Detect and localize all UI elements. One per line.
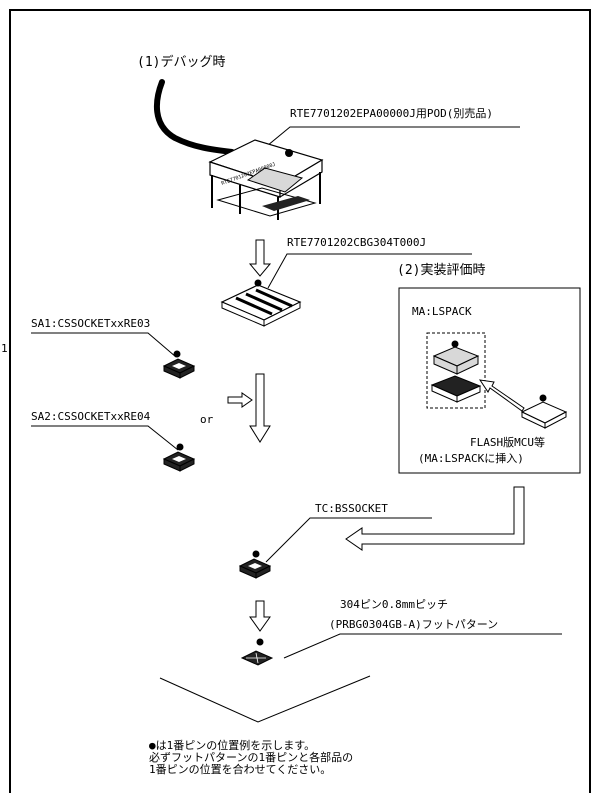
side-marker: 1 bbox=[1, 342, 8, 355]
diagram-border bbox=[9, 9, 591, 793]
note-line-2: 必ずフットパターンの1番ピンと各部品の bbox=[149, 750, 353, 764]
arrow-cbg-to-tc bbox=[249, 373, 271, 443]
sa2-socket bbox=[162, 451, 196, 472]
note-line-3: 1番ピンの位置を合わせてください。 bbox=[149, 762, 331, 776]
eval-box bbox=[398, 287, 581, 474]
flash-mcu-label: FLASH版MCU等 bbox=[470, 435, 545, 449]
eval-section-title: (2)実装評価時 bbox=[397, 262, 485, 278]
cbg-pin1-marker bbox=[254, 279, 262, 287]
sa1-socket bbox=[162, 358, 196, 379]
sa2-label: SA2:CSSOCKETxxRE04 bbox=[31, 410, 151, 423]
sa1-label: SA1:CSSOCKETxxRE03 bbox=[31, 317, 150, 330]
flash-mcu-chip bbox=[520, 401, 568, 429]
tc-leader-line bbox=[265, 517, 432, 563]
cbg-label: RTE7701202CBG304T000J bbox=[287, 236, 426, 249]
sa1-leader-line bbox=[31, 332, 177, 358]
sa1-pin1-marker bbox=[173, 350, 181, 358]
footprint-pattern bbox=[240, 650, 274, 666]
pod-pin1-marker bbox=[285, 149, 293, 157]
tc-pin1-marker bbox=[252, 550, 260, 558]
arrow-flash-to-lspack bbox=[478, 379, 525, 412]
footprint-leader-line bbox=[283, 633, 562, 659]
board-plane-lines bbox=[159, 675, 371, 723]
flash-mcu-pin1-marker bbox=[539, 394, 547, 402]
ma-lspack-dashed-box bbox=[426, 332, 486, 409]
arrow-eval-to-tc bbox=[345, 486, 525, 551]
pod-cable bbox=[153, 79, 235, 155]
footprint-label-line2: (PRBG0304GB-A)フットパターン bbox=[329, 618, 498, 631]
cbg-leader-line bbox=[267, 253, 472, 289]
pod-device: RTE7701202EPA00000J bbox=[208, 139, 324, 220]
debug-section-title: (1)デバッグ時 bbox=[137, 54, 225, 70]
sa2-pin1-marker bbox=[176, 443, 184, 451]
footprint-label-line1: 304ピン0.8mmピッチ bbox=[340, 598, 448, 611]
note-line-1: ●は1番ピンの位置例を示します。 bbox=[149, 738, 315, 752]
tc-socket bbox=[238, 558, 272, 579]
pod-label: RTE7701202EPA00000J用POD(別売品) bbox=[290, 107, 493, 120]
sa2-leader-line bbox=[31, 425, 179, 451]
flash-mcu-note: (MA:LSPACKに挿入) bbox=[418, 451, 524, 465]
arrow-tc-to-footprint bbox=[249, 600, 271, 632]
arrow-pod-to-cbg bbox=[248, 239, 272, 277]
ma-lspack-device bbox=[430, 346, 482, 403]
arrow-sa-to-main bbox=[227, 392, 253, 408]
ma-lspack-label: MA:LSPACK bbox=[412, 305, 472, 318]
cbg-board bbox=[220, 284, 302, 327]
tc-label: TC:BSSOCKET bbox=[315, 502, 388, 515]
footprint-pin1-marker bbox=[256, 638, 264, 646]
or-label: or bbox=[200, 413, 214, 426]
ma-lspack-pin1-marker bbox=[451, 340, 459, 348]
